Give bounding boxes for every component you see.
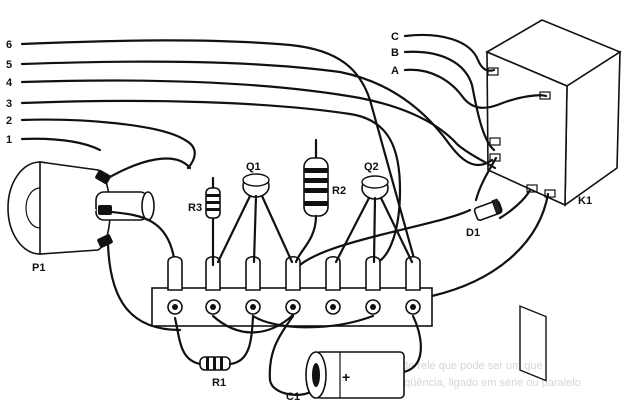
capacitor-c1 (305, 351, 405, 399)
label-wire-3: 3 (6, 98, 12, 110)
resistor-r1 (173, 314, 255, 371)
relay-pins (487, 67, 556, 198)
wire-d1-to-strip-left (298, 208, 472, 267)
label-wire-2: 2 (6, 115, 12, 127)
label-r2: R2 (332, 185, 346, 197)
relay-input-wires (403, 33, 548, 152)
label-q1: Q1 (246, 161, 261, 173)
label-c1: C1 (286, 391, 300, 403)
label-q2: Q2 (364, 161, 379, 173)
wire-strip-under-1 (211, 313, 295, 334)
transistor-q1 (216, 173, 294, 264)
wire-1 (20, 137, 102, 152)
relay-front-face (486, 50, 568, 207)
label-c1-polarity: + (342, 369, 350, 385)
terminal-screws (167, 299, 421, 315)
wire-relay-to-strip (430, 192, 550, 298)
relay-k1 (485, 19, 622, 382)
label-wire-6: 6 (6, 39, 12, 51)
label-pin-a: A (391, 65, 399, 77)
wire-p1-bottom (106, 242, 182, 332)
label-pin-b: B (391, 47, 399, 59)
label-wire-1: 1 (6, 134, 12, 146)
resistor-r3 (205, 176, 221, 267)
wire-c1-to-strip (402, 314, 422, 374)
terminal-lugs (167, 255, 421, 291)
component-labels: P1 R3 Q1 R2 Q2 D1 K1 R1 C1 + (32, 161, 592, 403)
label-r1: R1 (212, 377, 226, 389)
wire-3 (20, 99, 402, 264)
resistor-r2 (294, 138, 329, 264)
label-pin-c: C (391, 31, 399, 43)
potentiometer-p1 (7, 161, 155, 255)
relay-window (519, 305, 547, 382)
wire-p1-mid (110, 210, 177, 267)
wire-4 (20, 79, 497, 170)
wire-relay-to-d1-top (474, 156, 498, 202)
wire-b (403, 50, 496, 152)
transistor-q2 (334, 175, 414, 264)
wire-5 (20, 60, 494, 167)
label-wire-4: 4 (6, 77, 13, 89)
wire-p1-to-r3 (106, 157, 192, 180)
wire-strip-under-2 (251, 314, 375, 329)
terminal-strip (151, 255, 433, 327)
bleed-through: de relé que pode ser um que eqüência, li… (398, 360, 581, 389)
label-wire-5: 5 (6, 59, 12, 71)
bleed-through-line-1: de relé que pode ser um que (402, 360, 543, 372)
label-p1: P1 (32, 262, 45, 274)
relay-pin-labels: C B A (391, 31, 399, 77)
wire-a (403, 68, 548, 109)
label-k1: K1 (578, 195, 592, 207)
label-d1: D1 (466, 227, 480, 239)
diode-d1 (473, 198, 503, 221)
bleed-through-line-2: eqüência, ligado em série ou paralelo (398, 377, 581, 389)
wire-2 (20, 118, 196, 170)
wire-6 (20, 39, 417, 264)
wire-number-labels: 6 5 4 3 2 1 (6, 39, 13, 146)
wire-c (403, 33, 496, 72)
numbered-wires (20, 39, 497, 264)
wire-relay-to-d1-bottom (498, 188, 532, 220)
label-r3: R3 (188, 202, 202, 214)
wire-strip-to-c1 (268, 314, 312, 396)
